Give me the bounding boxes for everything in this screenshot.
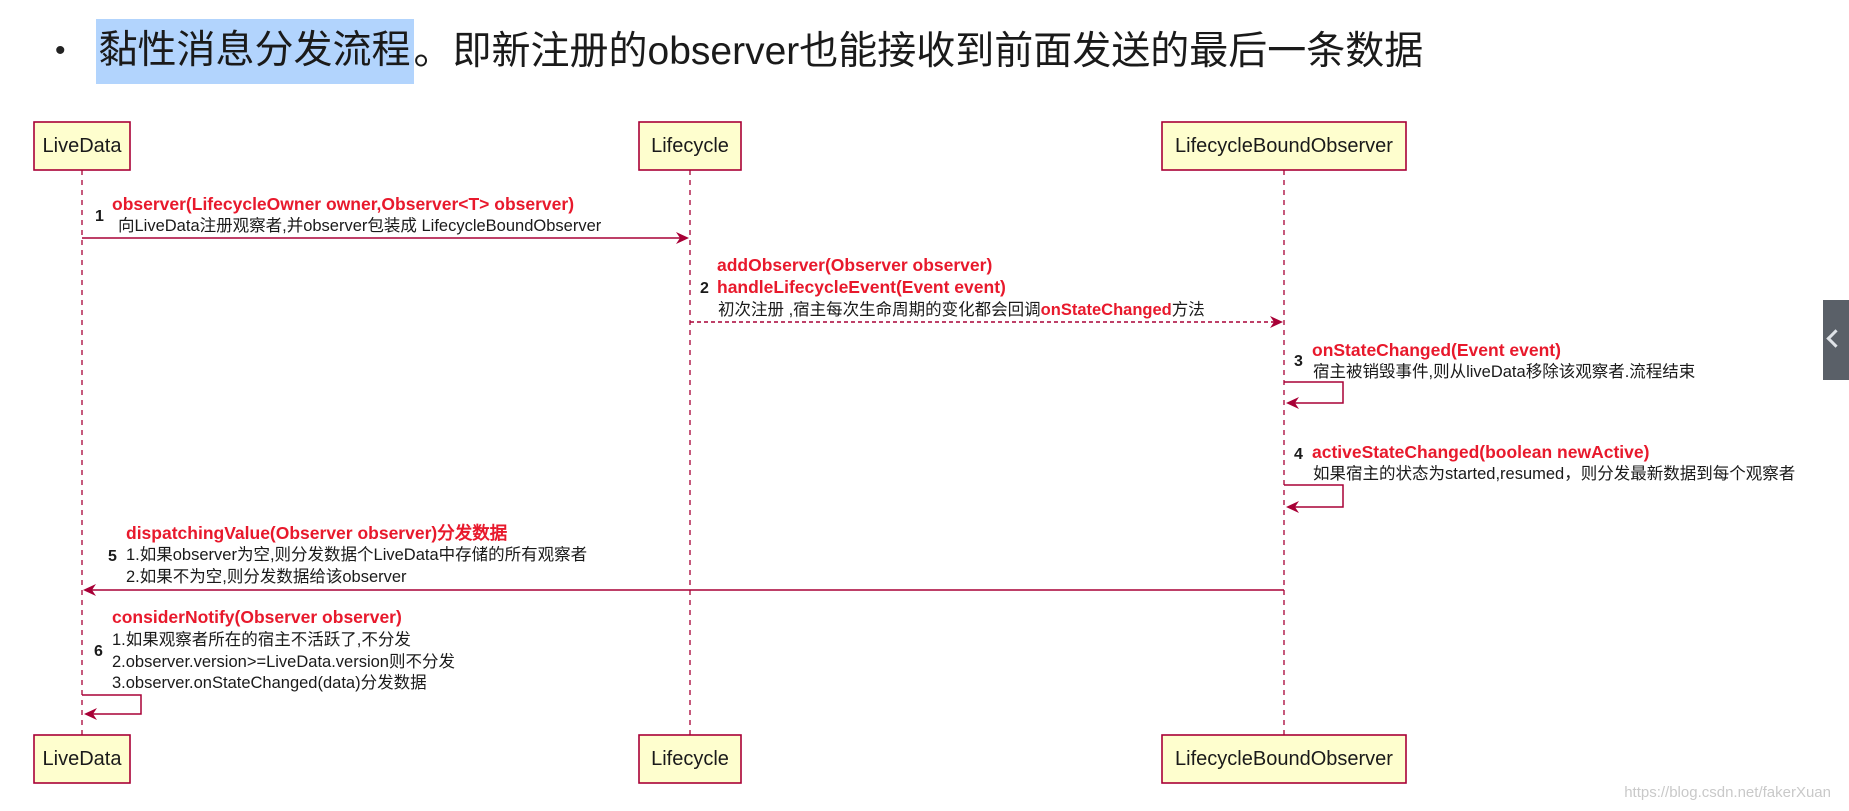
message-title: dispatchingValue(Observer observer)分发数据 <box>126 523 508 543</box>
message-6: considerNotify(Observer observer) 6 1.如果… <box>82 607 455 720</box>
message-number: 4 <box>1294 446 1303 463</box>
arrow-head <box>1286 501 1299 513</box>
page-title: • 黏性消息分发流程 。即新注册的observer也能接收到前面发送的最后一条数… <box>55 18 1423 84</box>
participant-livedata-top: LiveData <box>33 121 131 171</box>
arrow-head <box>83 584 96 596</box>
bullet-icon: • <box>55 34 66 67</box>
message-title-2: handleLifecycleEvent(Event event) <box>717 277 1006 297</box>
message-text: 如果宿主的状态为started,resumed，则分发最新数据到每个观察者 <box>1313 464 1795 483</box>
message-number: 3 <box>1294 353 1303 370</box>
message-text-pre: 初次注册 ,宿主每次生命周期的变化都会回调 <box>718 300 1041 319</box>
participant-lifecycle-bottom: Lifecycle <box>638 734 742 784</box>
arrow-head <box>676 232 689 244</box>
message-title: addObserver(Observer observer) <box>717 255 992 275</box>
message-3: 3 onStateChanged(Event event) 宿主被销毁事件,则从… <box>1284 340 1695 409</box>
arrow-head <box>1270 316 1283 328</box>
participant-label: LiveData <box>43 135 123 157</box>
participant-observer-top: LifecycleBoundObserver <box>1161 121 1407 171</box>
participant-label: LifecycleBoundObserver <box>1175 135 1393 157</box>
arrow-line <box>1284 381 1344 404</box>
message-text: 宿主被销毁事件,则从liveData移除该观察者.流程结束 <box>1313 362 1695 381</box>
message-text: 向LiveData注册观察者,并observer包装成 LifecycleBou… <box>118 216 602 235</box>
participant-livedata-bottom: LiveData <box>33 734 131 784</box>
title-text: 。即新注册的observer也能接收到前面发送的最后一条数据 <box>413 29 1424 73</box>
message-text-post: 方法 <box>1172 300 1205 319</box>
message-text: 1.如果observer为空,则分发数据个LiveData中存储的所有观察者 <box>126 545 587 564</box>
participant-lifecycle-top: Lifecycle <box>638 121 742 171</box>
message-2: addObserver(Observer observer) 2 handleL… <box>690 255 1283 328</box>
message-1: 1 observer(LifecycleOwner owner,Observer… <box>82 194 689 244</box>
message-title: observer(LifecycleOwner owner,Observer<T… <box>112 194 574 214</box>
message-text: 1.如果观察者所在的宿主不活跃了,不分发 <box>112 630 411 649</box>
message-number: 2 <box>700 280 709 297</box>
arrow-line <box>82 694 142 715</box>
message-4: 4 activeStateChanged(boolean newActive) … <box>1284 442 1795 513</box>
watermark: https://blog.csdn.net/fakerXuan <box>1624 784 1831 801</box>
arrow-line <box>1284 484 1344 508</box>
title-highlight[interactable]: 黏性消息分发流程 <box>95 18 414 84</box>
message-title: onStateChanged(Event event) <box>1312 340 1561 360</box>
message-number: 5 <box>108 548 117 565</box>
message-text: 初次注册 ,宿主每次生命周期的变化都会回调onStateChanged方法 <box>718 300 1205 319</box>
arrow-head <box>1286 397 1299 409</box>
message-text: 2.observer.version>=LiveData.version则不分发 <box>112 652 455 671</box>
participant-label: Lifecycle <box>651 135 729 157</box>
participant-label: Lifecycle <box>651 748 729 770</box>
message-number: 6 <box>94 643 103 660</box>
side-collapse-tab[interactable] <box>1823 300 1849 380</box>
message-text-red: onStateChanged <box>1041 301 1172 319</box>
participant-observer-bottom: LifecycleBoundObserver <box>1161 734 1407 784</box>
message-text: 3.observer.onStateChanged(data)分发数据 <box>112 673 427 692</box>
message-5: dispatchingValue(Observer observer)分发数据 … <box>83 523 1284 596</box>
message-number: 1 <box>95 208 104 225</box>
message-text: 2.如果不为空,则分发数据给该observer <box>126 567 407 586</box>
message-title: activeStateChanged(boolean newActive) <box>1312 442 1649 462</box>
arrow-head <box>84 708 97 720</box>
participant-label: LifecycleBoundObserver <box>1175 748 1393 770</box>
participant-label: LiveData <box>43 748 123 770</box>
message-title: considerNotify(Observer observer) <box>112 607 402 627</box>
